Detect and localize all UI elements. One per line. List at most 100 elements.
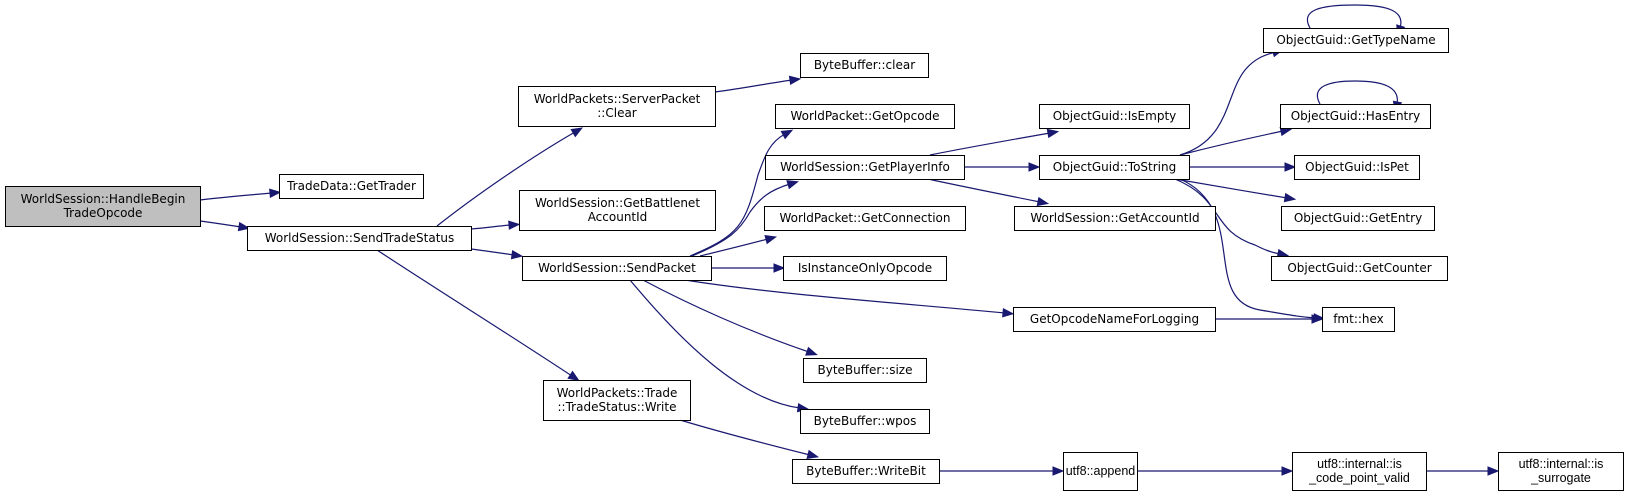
node-box [783, 256, 947, 281]
node-label: WorldSession::GetAccountId [1030, 211, 1199, 225]
function-node[interactable]: ObjectGuid::GetEntry [1281, 206, 1435, 231]
call-edge-n15-n19 [939, 466, 1065, 476]
edge-line [436, 131, 576, 227]
node-box [1280, 104, 1431, 129]
call-edge-n0-n1 [199, 188, 282, 201]
arrowhead-icon [806, 449, 820, 459]
call-edge-n5-n13 [642, 279, 818, 356]
edge-line [199, 192, 273, 201]
node-box [764, 206, 966, 231]
function-node[interactable]: utf8::internal::is_code_point_valid [1292, 452, 1427, 491]
function-node[interactable]: WorldPacket::GetOpcode [775, 104, 955, 129]
function-node[interactable]: ByteBuffer::wpos [800, 409, 930, 434]
node-label: GetOpcodeNameForLogging [1030, 312, 1199, 326]
node-label: TradeOpcode [63, 206, 143, 220]
function-node[interactable]: ObjectGuid::IsEmpty [1039, 104, 1190, 129]
edge-line [470, 224, 512, 230]
arrowhead-icon [764, 235, 778, 245]
function-node[interactable]: WorldSession::SendPacket [522, 256, 712, 281]
node-box [1281, 206, 1435, 231]
function-node[interactable]: GetOpcodeNameForLogging [1013, 307, 1216, 332]
function-node[interactable]: ByteBuffer::size [803, 358, 927, 383]
call-edge-n9-n18 [927, 178, 1050, 207]
function-node[interactable]: WorldPacket::GetConnection [764, 206, 966, 231]
call-edge-n12-n25 [1214, 314, 1324, 324]
node-label: utf8::append [1066, 464, 1136, 478]
call-edge-n2-n5 [470, 248, 524, 260]
arrowhead-icon [805, 346, 818, 356]
function-node[interactable]: ObjectGuid::ToString [1039, 155, 1190, 180]
function-node[interactable]: WorldSession::SendTradeStatus [247, 226, 472, 251]
call-edge-n5-n11 [711, 263, 786, 273]
function-node[interactable]: WorldPackets::ServerPacket::Clear [518, 86, 716, 127]
node-label: ObjectGuid::ToString [1053, 160, 1176, 174]
node-box [518, 86, 716, 127]
node-label: utf8::internal::is [1317, 457, 1402, 471]
arrowhead-icon [1283, 192, 1297, 203]
arrowhead-icon [773, 263, 786, 273]
call-edge-n2-n6 [376, 249, 580, 382]
node-box [800, 409, 930, 434]
node-label: TradeData::GetTrader [286, 179, 416, 193]
function-node[interactable]: IsInstanceOnlyOpcode [783, 256, 947, 281]
node-label: ::Clear [597, 106, 637, 120]
function-node[interactable]: ByteBuffer::clear [800, 53, 929, 78]
function-node[interactable]: utf8::append [1063, 452, 1138, 491]
call-edge-n17-n20 [1179, 48, 1284, 156]
node-box [1294, 155, 1420, 180]
arrowhead-icon [1028, 162, 1041, 172]
function-node[interactable]: WorldSession::GetPlayerInfo [765, 155, 965, 180]
edge-line [1179, 130, 1284, 156]
arrowhead-icon [510, 249, 524, 260]
node-label: ObjectGuid::GetCounter [1287, 261, 1431, 275]
edge-line [376, 249, 573, 377]
node-box [775, 104, 955, 129]
edge-line [1316, 80, 1398, 105]
function-node[interactable]: ObjectGuid::GetCounter [1271, 256, 1448, 281]
function-node[interactable]: TradeData::GetTrader [279, 174, 424, 199]
function-node[interactable]: utf8::internal::is_surrogate [1498, 452, 1624, 491]
call-edge-n2-n3 [436, 127, 584, 227]
function-node[interactable]: fmt::hex [1322, 307, 1395, 332]
node-box [1014, 206, 1216, 231]
call-edge-n9-n17 [964, 162, 1041, 172]
node-box [1498, 452, 1624, 491]
node-box [543, 380, 691, 421]
node-box [1013, 307, 1216, 332]
edges-layer [199, 4, 1500, 476]
node-label: ByteBuffer::size [818, 363, 913, 377]
function-node[interactable]: ObjectGuid::IsPet [1294, 155, 1420, 180]
arrowhead-icon [1002, 308, 1015, 318]
node-box [519, 190, 716, 231]
edge-line [1179, 178, 1317, 319]
call-edge-n5-n10 [699, 235, 778, 257]
edge-line [714, 79, 793, 93]
node-box [1292, 452, 1427, 491]
node-label: ObjectGuid::HasEntry [1291, 109, 1421, 123]
function-node[interactable]: ObjectGuid::HasEntry [1280, 104, 1431, 129]
function-node[interactable]: WorldPackets::Trade::TradeStatus::Write [543, 380, 691, 421]
function-node[interactable]: ByteBuffer::WriteBit [792, 459, 940, 484]
call-edge-n17-n21 [1179, 126, 1293, 156]
edge-line [679, 419, 811, 456]
call-edge-n17-n24 [1174, 178, 1290, 259]
call-edge-n2-n4 [470, 220, 521, 230]
node-label: utf8::internal::is [1519, 457, 1604, 471]
node-label: WorldPacket::GetOpcode [790, 109, 939, 123]
arrowhead-icon [1036, 196, 1050, 207]
edge-line [1307, 4, 1402, 29]
edge-line [927, 178, 1041, 203]
nodes-layer: WorldSession::HandleBeginTradeOpcodeTrad… [5, 28, 1624, 491]
arrowhead-icon [237, 221, 251, 232]
node-label: _surrogate [1530, 471, 1591, 485]
function-node[interactable]: ObjectGuid::GetTypeName [1263, 28, 1449, 53]
call-edge-n26-n27 [1426, 466, 1500, 476]
node-box [765, 155, 965, 180]
arrowhead-icon [1281, 466, 1294, 476]
node-box [1263, 28, 1449, 53]
call-edge-n6-n15 [679, 419, 820, 459]
node-box [1063, 452, 1138, 491]
arrowhead-icon [1284, 162, 1297, 172]
function-node[interactable]: WorldSession::GetAccountId [1014, 206, 1216, 231]
